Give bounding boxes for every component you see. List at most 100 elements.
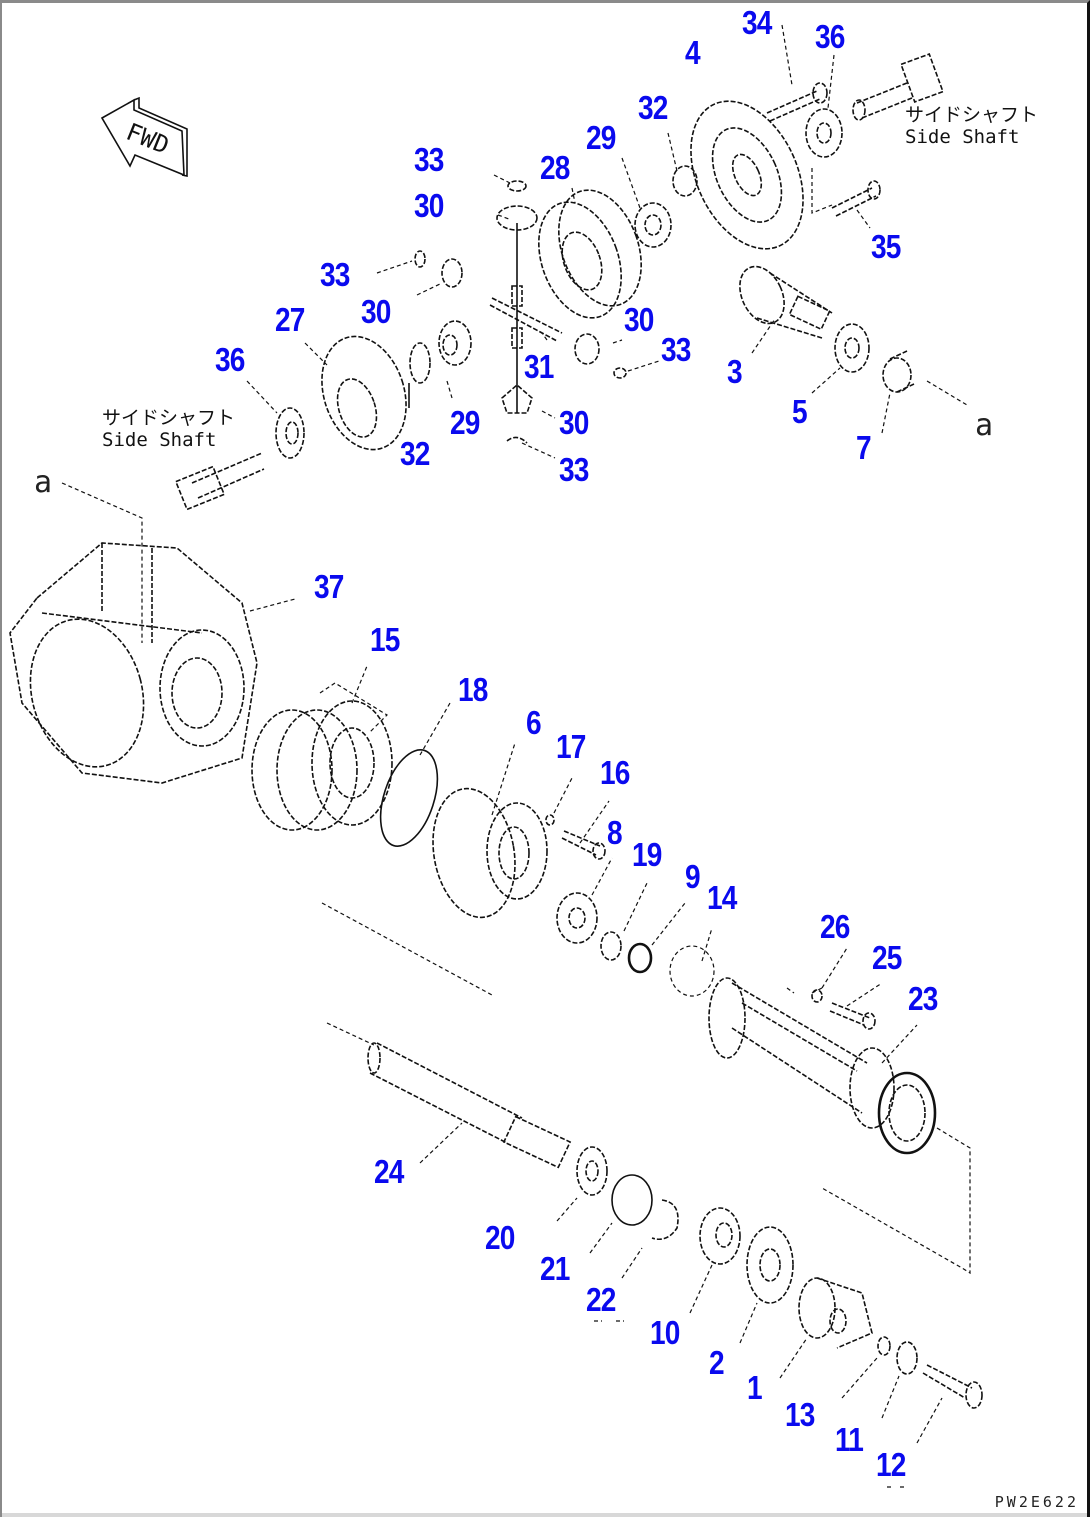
callout-37[interactable]: 37 [314, 568, 344, 605]
callout-15[interactable]: 15 [370, 621, 400, 658]
fwd-arrow-icon: FWD [100, 96, 188, 177]
bearing-part-36-lower [246, 380, 305, 459]
callout-36[interactable]: 36 [815, 18, 845, 55]
callout-30[interactable]: 30 [624, 301, 654, 338]
bolt-part-35 [831, 180, 881, 229]
callout-16[interactable]: 16 [600, 754, 630, 791]
callout-24[interactable]: 24 [374, 1153, 404, 1190]
brake-piston-part-6 [432, 742, 548, 919]
callout-22[interactable]: 22 [586, 1281, 616, 1318]
washer-part-11 [881, 1341, 918, 1419]
callout-29[interactable]: 29 [586, 119, 616, 156]
bearing-part-36-upper [805, 54, 843, 158]
callout-28[interactable]: 28 [540, 149, 570, 186]
snap-ring-part-19 [600, 882, 648, 961]
pinion-shaft-part-3 [739, 265, 833, 354]
callout-33[interactable]: 33 [559, 451, 589, 488]
diff-case-part-27 [304, 335, 407, 451]
axle-shaft-part-24 [326, 1022, 572, 1169]
callout-10[interactable]: 10 [650, 1314, 680, 1351]
snap-ring-part-22 [621, 1199, 679, 1279]
seal-part-10 [689, 1207, 741, 1314]
callout-30[interactable]: 30 [414, 187, 444, 224]
side-shaft-note-en: Side Shaft [905, 125, 1020, 148]
pinion-gear-part-29-lower [438, 320, 472, 399]
callout-1[interactable]: 1 [747, 1369, 763, 1406]
coupling-part-1 [779, 1277, 873, 1379]
reference-mark-a-left: a [34, 465, 53, 500]
callout-2[interactable]: 2 [709, 1344, 725, 1381]
dust-cover-part-2 [739, 1226, 794, 1344]
callout-17[interactable]: 17 [556, 728, 586, 765]
callout-33[interactable]: 33 [414, 141, 444, 178]
callout-20[interactable]: 20 [485, 1219, 515, 1256]
o-ring-part-14 [669, 927, 715, 997]
callout-34[interactable]: 34 [742, 4, 772, 41]
callout-18[interactable]: 18 [458, 671, 488, 708]
plug-part-17 [545, 777, 573, 826]
axle-housing-part-37 [9, 542, 296, 784]
o-ring-part-13 [841, 1336, 891, 1399]
callout-36[interactable]: 36 [215, 341, 245, 378]
callout-31[interactable]: 31 [524, 348, 554, 385]
bearing-part-5 [811, 323, 870, 394]
reference-mark-a-right: a [975, 408, 994, 443]
bearing-part-20 [556, 1146, 608, 1222]
exploded-view-drawing: FWD [9, 24, 983, 1488]
callout-19[interactable]: 19 [632, 836, 662, 873]
side-shaft-upper [852, 53, 944, 121]
washer-part-26 [811, 947, 848, 1003]
snap-ring-part-21 [589, 1174, 653, 1254]
bottom-border [2, 1513, 1087, 1517]
callout-30[interactable]: 30 [559, 404, 589, 441]
reference-line-a [61, 482, 143, 643]
callout-30[interactable]: 30 [361, 293, 391, 330]
callout-29[interactable]: 29 [450, 404, 480, 441]
ring-gear-part-4 [690, 100, 833, 250]
spider-cross-part-31 [376, 174, 660, 459]
bearing-part-8 [556, 857, 613, 944]
side-shaft-note-en: Side Shaft [102, 428, 217, 451]
side-shaft-note-jp: サイドシャフト [905, 104, 1039, 126]
callout-27[interactable]: 27 [275, 301, 305, 338]
callout-9[interactable]: 9 [685, 858, 701, 895]
side-shaft-note-jp: サイドシャフト [102, 407, 236, 429]
callout-3[interactable]: 3 [727, 353, 743, 390]
callout-35[interactable]: 35 [871, 228, 901, 265]
callout-26[interactable]: 26 [820, 908, 850, 945]
washer-part-32-lower [408, 342, 431, 408]
bolt-part-25 [829, 982, 883, 1030]
side-shaft-lower [174, 452, 265, 511]
callout-14[interactable]: 14 [707, 879, 737, 916]
bolt-part-16 [561, 800, 610, 860]
pinion-gear-part-29-upper [621, 157, 672, 248]
callout-7[interactable]: 7 [856, 429, 872, 466]
callout-21[interactable]: 21 [540, 1250, 570, 1287]
bolt-part-34 [766, 24, 828, 122]
callout-13[interactable]: 13 [785, 1396, 815, 1433]
spacer-part-7 [881, 350, 968, 434]
callout-4[interactable]: 4 [685, 34, 701, 71]
nut-part-9 [627, 902, 686, 974]
callout-33[interactable]: 33 [661, 331, 691, 368]
callout-12[interactable]: 12 [876, 1446, 906, 1483]
callout-5[interactable]: 5 [792, 393, 808, 430]
callout-33[interactable]: 33 [320, 256, 350, 293]
callout-23[interactable]: 23 [908, 980, 938, 1017]
o-ring-part-18 [379, 702, 451, 847]
callout-11[interactable]: 11 [835, 1421, 864, 1458]
center-line [321, 902, 493, 996]
drawing-number: PW2E622 [994, 1493, 1079, 1511]
bolt-part-12 [916, 1364, 983, 1444]
callout-32[interactable]: 32 [400, 435, 430, 472]
dash-marks [594, 1320, 907, 1488]
callout-8[interactable]: 8 [607, 814, 623, 851]
brake-disc-pack-part-15 [251, 665, 393, 831]
axle-tube-part-23 [708, 977, 971, 1275]
callout-32[interactable]: 32 [638, 89, 668, 126]
callout-6[interactable]: 6 [526, 704, 542, 741]
callout-25[interactable]: 25 [872, 939, 902, 976]
